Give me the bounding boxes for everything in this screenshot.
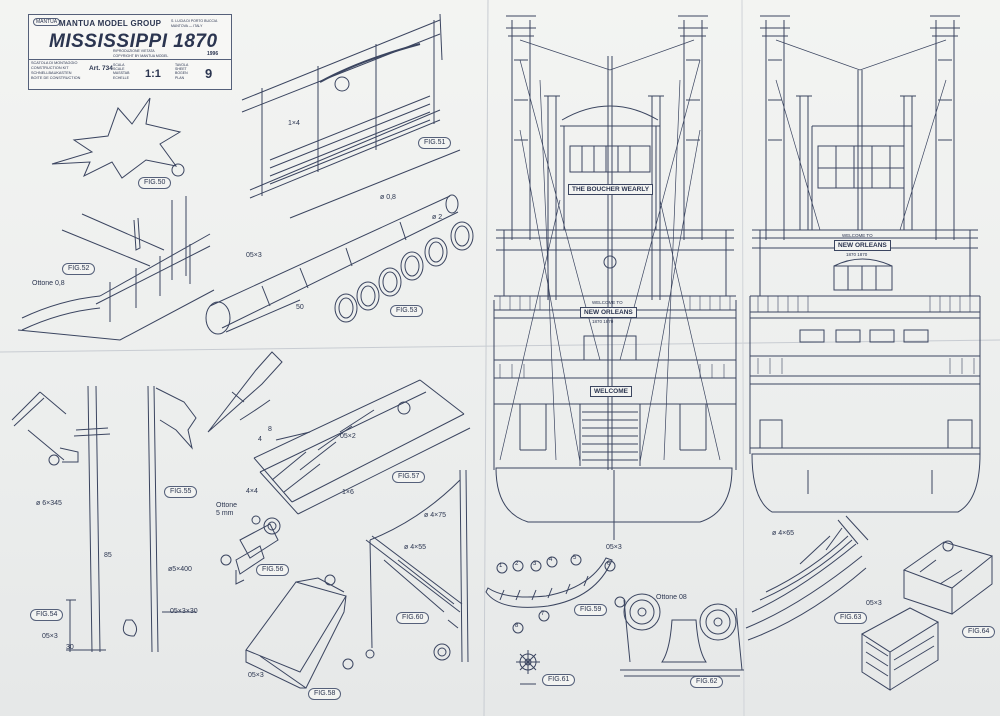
- dim-phi-2: ø 2: [432, 214, 443, 221]
- title-block: MANTUA MANTUA MODEL GROUP S. LUCIA DI PO…: [28, 14, 232, 90]
- dim-1x4: 1×4: [288, 120, 300, 127]
- dim-4: 4: [258, 436, 262, 443]
- part-number-6: 6: [607, 561, 611, 567]
- part-number-8: 8: [515, 623, 519, 629]
- fig58-label: FIG.58: [308, 688, 342, 700]
- sign-years-side: 1870 1870: [846, 252, 868, 257]
- fig52-label: FIG.52: [62, 263, 96, 275]
- fig60-boom-drawing: [365, 469, 469, 663]
- fig62-bell-drawing: [614, 593, 744, 677]
- sign-new-orleans-front: NEW ORLEANS: [580, 307, 637, 318]
- fig56-pulley-drawing: [220, 515, 281, 585]
- dim-phi5x400: ø5×400: [168, 566, 192, 573]
- fig54-mast-drawing: [11, 385, 111, 653]
- sign-welcome-to-side: WELCOME TO: [842, 233, 873, 238]
- dim-05x3-c: 05×3: [248, 672, 264, 679]
- dim-phi4x55: ø 4×55: [404, 544, 426, 551]
- fold-line-vertical: [483, 0, 489, 716]
- fold-line-vertical-2: [741, 0, 745, 716]
- dim-30: 30: [66, 644, 74, 651]
- dim-ottone-08-b: Ottone 08: [656, 594, 687, 601]
- front-elevation-drawing: [493, 15, 737, 540]
- part-number-5: 5: [573, 555, 577, 561]
- side-elevation-drawing: [749, 15, 981, 513]
- fig59-label: FIG.59: [574, 604, 608, 616]
- fig58-box-drawing: [245, 574, 354, 689]
- brand-address: S. LUCIA DI PORTO BUCCIA MANTOVA — ITALY: [171, 19, 218, 28]
- fig57-ladder-drawing: [253, 379, 471, 515]
- fig63-label: FIG.63: [834, 612, 868, 624]
- article-number: Art. 734: [89, 65, 113, 72]
- plan-year: 1996: [207, 51, 219, 57]
- fig51-railing-drawing: [241, 13, 461, 219]
- dim-05x3-d: 05×3: [606, 544, 622, 551]
- brand-name: MANTUA MODEL GROUP: [59, 19, 162, 28]
- brand-logo: MANTUA: [33, 18, 61, 26]
- part-number-1: 1: [499, 563, 503, 569]
- sign-boucher: THE BOUCHER WEARLY: [568, 184, 654, 195]
- scale-labels: SCALA SCALE MASSTAB ECHELLE: [113, 63, 130, 80]
- kit-labels: SCATOLA DI MONTAGGIO CONSTRUCTION KIT SC…: [31, 61, 81, 80]
- part-number-7: 7: [541, 611, 545, 617]
- fig51-label: FIG.51: [418, 137, 452, 149]
- fig60-label: FIG.60: [396, 612, 430, 624]
- fig59-lifeboat-drawing: [485, 554, 616, 634]
- fig61-label: FIG.61: [542, 674, 576, 686]
- fig62-label: FIG.62: [690, 676, 724, 688]
- fig53-label: FIG.53: [390, 305, 424, 317]
- copyright-note: RIPRODUZIONE VIETATA COPYRIGHT BY MANTUA…: [113, 49, 169, 58]
- dim-phi4x75: ø 4×75: [424, 512, 446, 519]
- dim-8: 8: [268, 426, 272, 433]
- sheet-number: 9: [205, 66, 213, 81]
- dim-05x2: 05×2: [340, 433, 356, 440]
- sign-welcome: WELCOME: [590, 386, 632, 397]
- fig56-label: FIG.56: [256, 564, 290, 576]
- fig53-rings: [334, 221, 474, 323]
- scale-value: 1:1: [145, 68, 161, 80]
- sign-years-front: 1870 1870: [592, 319, 614, 324]
- sheet-labels: TAVOLA SHEET BOGEN PLAN: [175, 63, 189, 80]
- fig63-hull-planks-drawing: [745, 515, 869, 641]
- fig54-label: FIG.54: [30, 609, 64, 621]
- fig64-label: FIG.64: [962, 626, 996, 638]
- fig50-label: FIG.50: [138, 177, 172, 189]
- dim-05x3-b: 05×3: [42, 633, 58, 640]
- dim-4x4: 4×4: [246, 488, 258, 495]
- dim-phi-0-8: ø 0,8: [380, 194, 396, 201]
- fig57-label: FIG.57: [392, 471, 426, 483]
- dim-ottone-0-8-a: Ottone 0,8: [32, 280, 65, 287]
- dim-1x6: 1×6: [342, 489, 354, 496]
- plan-title: MISSISSIPPI 1870: [49, 31, 218, 52]
- part-number-3: 3: [533, 561, 537, 567]
- title-divider: [29, 59, 231, 60]
- fold-line-horizontal: [0, 339, 1000, 353]
- fig52-rail-corner-drawing: [17, 196, 215, 341]
- fig55-flagpole-drawing: [122, 385, 197, 653]
- part-number-4: 4: [549, 557, 553, 563]
- dim-05x3-e: 05×3: [866, 600, 882, 607]
- dim-phi6x345: ø 6×345: [36, 500, 62, 507]
- dim-phi4x65: ø 4×65: [772, 530, 794, 537]
- fig53-cannon-drawing: [205, 194, 474, 335]
- sign-new-orleans-side: NEW ORLEANS: [834, 240, 891, 251]
- dim-85: 85: [104, 552, 112, 559]
- dim-50: 50: [296, 304, 304, 311]
- fig55-label: FIG.55: [164, 486, 198, 498]
- fig64-crates-drawing: [861, 540, 994, 691]
- dim-05x3x30: 05×3×30: [170, 608, 198, 615]
- dim-ottone-5mm: Ottone 5 mm: [216, 502, 238, 517]
- fig50-flame-drawing: [51, 97, 185, 179]
- dim-05x3-a: 05×3: [246, 252, 262, 259]
- sign-welcome-to-front: WELCOME TO: [592, 300, 623, 305]
- fig61-wheel-drawing: [516, 650, 540, 685]
- part-number-2: 2: [515, 561, 519, 567]
- tool-knife-drawing: [207, 351, 283, 433]
